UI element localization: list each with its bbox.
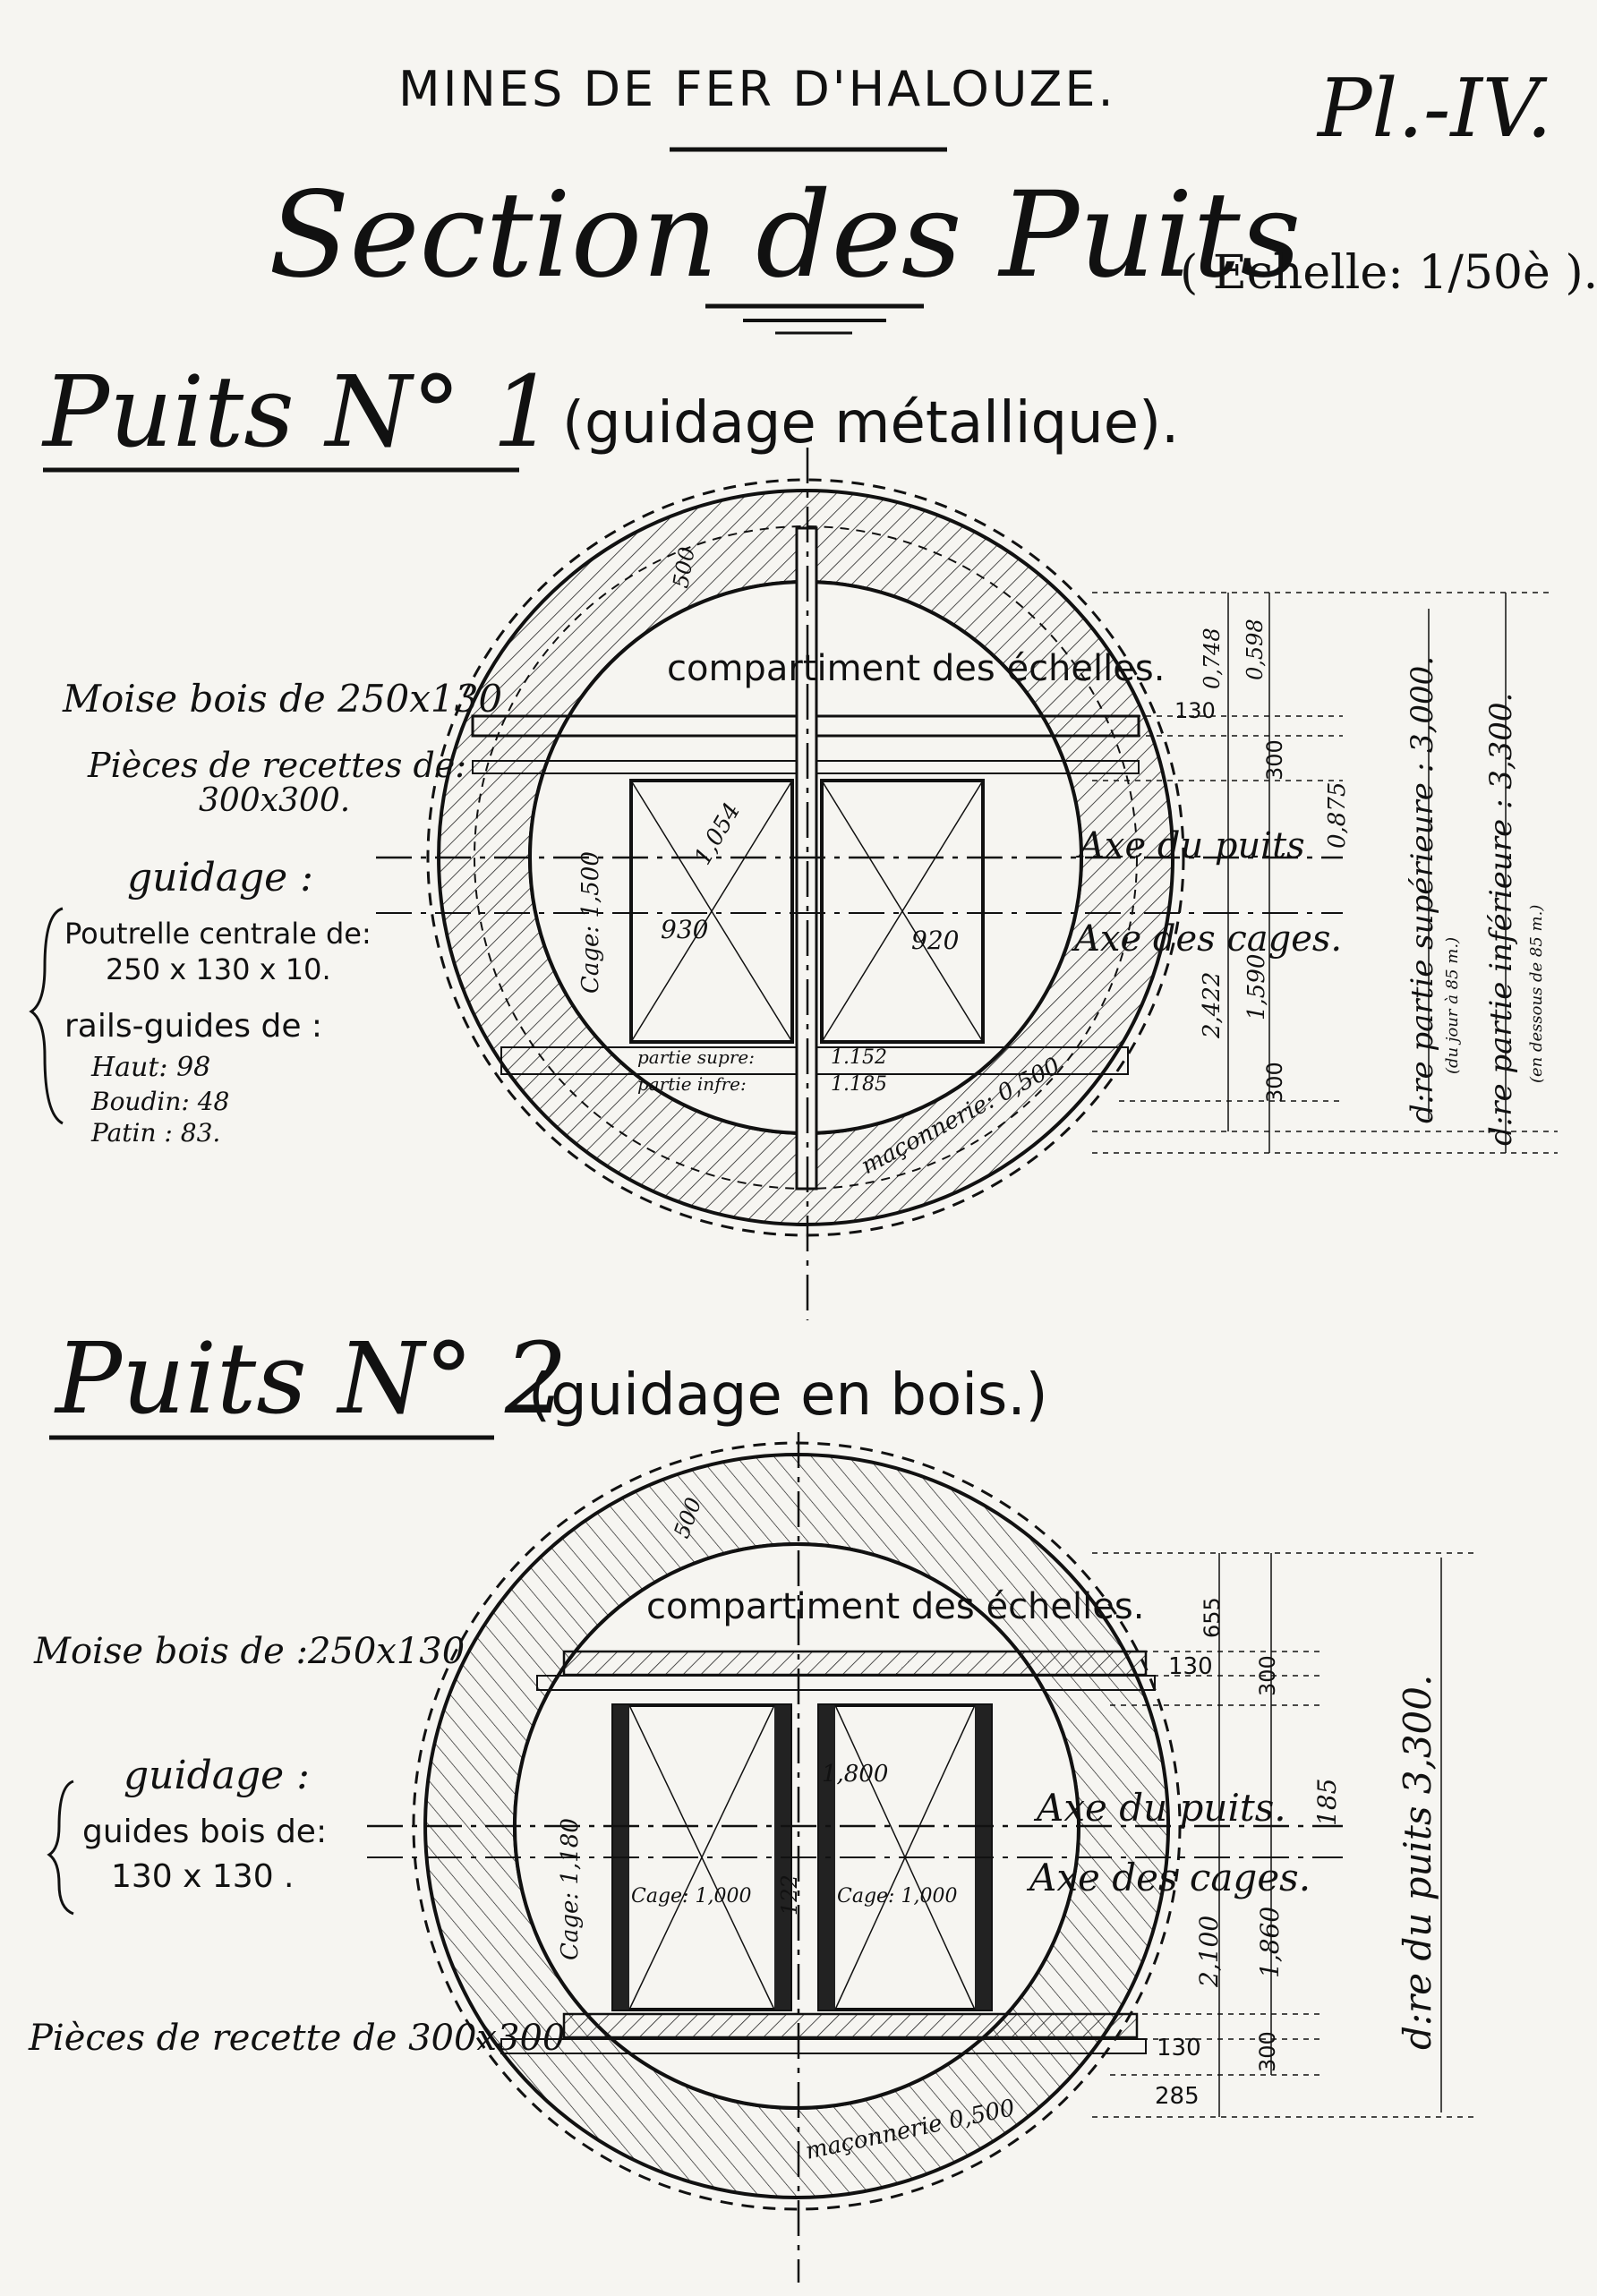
- shaft1-dim-d5: 0,875: [1324, 782, 1351, 849]
- shaft2-dim-d3: 300: [1255, 1655, 1280, 1696]
- shaft2-title: Puits N° 2: [54, 1321, 568, 1436]
- shaft2-dim-d6: 1,860: [1255, 1907, 1285, 1978]
- shaft2-subtitle: (guidage en bois.): [528, 1362, 1048, 1429]
- shaft1-diam-lower-note: (en dessous de 85 m.): [1527, 905, 1546, 1083]
- shaft2-pieces-recette: Pièces de recette de 300x300: [28, 2018, 565, 2059]
- shaft1-rock-outline: [426, 478, 1185, 1237]
- shaft1-dimension-lines: [1092, 592, 1558, 1154]
- shaft1-axis-puits: Axe du puits: [1075, 825, 1305, 866]
- shaft1-cage-width-right: 920: [911, 926, 959, 955]
- shaft1-dim-d2: 0,598: [1243, 619, 1268, 680]
- shaft1-title: Puits N° 1: [41, 354, 555, 469]
- shaft2-moise-beam-top: [562, 1650, 1148, 1677]
- shaft1-cage-right-diag2: [821, 780, 984, 1043]
- shaft1-plan: [376, 448, 1343, 1320]
- shaft1-partie-inf-val: 1.185: [831, 1073, 887, 1096]
- shaft2-guidage: guidage :: [124, 1753, 310, 1798]
- shaft1-subtitle: (guidage métallique).: [562, 390, 1179, 457]
- shaft1-pieces-recette: Pièces de recettes de:: [87, 746, 466, 785]
- shaft2-recette-beam-bottom: [562, 2012, 1139, 2039]
- shaft1-dim-d4: 300: [1262, 739, 1287, 781]
- shaft2-guides-dim: 130 x 130 .: [111, 1858, 295, 1895]
- shaft1-partie-sup-val: 1.152: [831, 1046, 887, 1069]
- shaft1-haut: Haut: 98: [90, 1052, 210, 1083]
- shaft1-partie-inf: partie infre:: [637, 1073, 747, 1095]
- shaft1-boudin: Boudin: 48: [90, 1087, 229, 1116]
- shaft1-diam-upper: d:re partie supérieure : 3,000.: [1405, 656, 1440, 1123]
- shaft2-axis-cages: Axe des cages.: [1026, 1856, 1311, 1899]
- shaft1-poutrelle-dim: 250 x 130 x 10.: [106, 952, 331, 986]
- shaft1-pieces-recette-dim: 300x300.: [199, 782, 350, 819]
- shaft2-plan: [367, 1432, 1343, 2283]
- shaft1-dim-d8: 300: [1262, 1062, 1287, 1103]
- shaft1-dim-d7: 1,590: [1243, 954, 1270, 1020]
- shaft1-dim-d3: 130: [1174, 698, 1216, 723]
- shaft1-ladder-compartment: compartiment des échelles.: [667, 648, 1165, 689]
- shaft1-moise: Moise bois de 250x130: [62, 677, 502, 721]
- shaft2-dim-d1: 655: [1200, 1597, 1225, 1638]
- shaft2-dim-d8: 300: [1255, 2031, 1280, 2072]
- shaft2-cage-width-right: Cage: 1,000: [837, 1885, 957, 1908]
- shaft1-cage-width: 930: [661, 915, 708, 944]
- shaft1-cage-height: Cage: 1,500: [577, 851, 604, 994]
- mine-title: MINES DE FER D'HALOUZE.: [398, 61, 1116, 117]
- shaft1-patin: Patin : 83.: [90, 1118, 220, 1148]
- shaft2-ladder-compartment: compartiment des échelles.: [646, 1586, 1144, 1627]
- shaft1-dim-d1: 0,748: [1200, 627, 1225, 689]
- shaft1-dim-d6: 2,422: [1199, 972, 1226, 1039]
- scale-note: ( Echelle: 1/50è ).: [1180, 246, 1597, 300]
- shaft1-poutrelle: Poutrelle centrale de:: [64, 917, 371, 951]
- shaft1-diam-lower: d:re partie inférieure : 3,300.: [1483, 693, 1519, 1146]
- section-title: Section des Puits: [269, 166, 1301, 304]
- shaft1-diam-upper-note: (du jour à 85 m.): [1443, 937, 1462, 1074]
- shaft2-dim-d2: 130: [1168, 1653, 1213, 1680]
- shaft2-axis-puits: Axe du puits.: [1033, 1786, 1286, 1830]
- plate-number: Pl.-IV.: [1316, 62, 1552, 156]
- shaft2-cage-width-left: Cage: 1,000: [631, 1885, 751, 1908]
- shaft1-partie-sup: partie supre:: [637, 1046, 755, 1068]
- shaft2-moise: Moise bois de :250x130: [33, 1631, 465, 1672]
- shaft2-guidage-brace: [47, 1780, 74, 1916]
- shaft1-axis-cages: Axe des cages.: [1071, 918, 1342, 960]
- shaft2-dim-d7: 130: [1157, 2035, 1201, 2061]
- shaft2-cage-height: Cage: 1,180: [557, 1818, 584, 1960]
- shaft1-guidage: guidage :: [127, 855, 313, 900]
- shaft2-dim-d9: 285: [1155, 2083, 1200, 2110]
- shaft2-moise-beam-top2: [536, 1675, 1156, 1691]
- shaft2-cage-left-diag2: [628, 1704, 775, 2010]
- shaft1-cage-left-diag2: [630, 780, 793, 1043]
- shaft2-dim-d5: 2,100: [1194, 1916, 1224, 1988]
- shaft1-guidage-brace: [29, 907, 64, 1125]
- shaft2-dimension-lines: [1092, 1552, 1477, 2118]
- shaft2-diam: d:re du puits 3,300.: [1396, 1675, 1439, 2050]
- shaft2-dim-d4: 185: [1312, 1779, 1342, 1826]
- shaft2-gap: 1,800: [822, 1761, 888, 1788]
- shaft2-recette-beam-bottom2: [500, 2038, 1147, 2054]
- shaft1-rails: rails-guides de :: [64, 1008, 322, 1045]
- shaft2-guides: guides bois de:: [82, 1814, 327, 1850]
- shaft2-mid: 122: [777, 1874, 802, 1916]
